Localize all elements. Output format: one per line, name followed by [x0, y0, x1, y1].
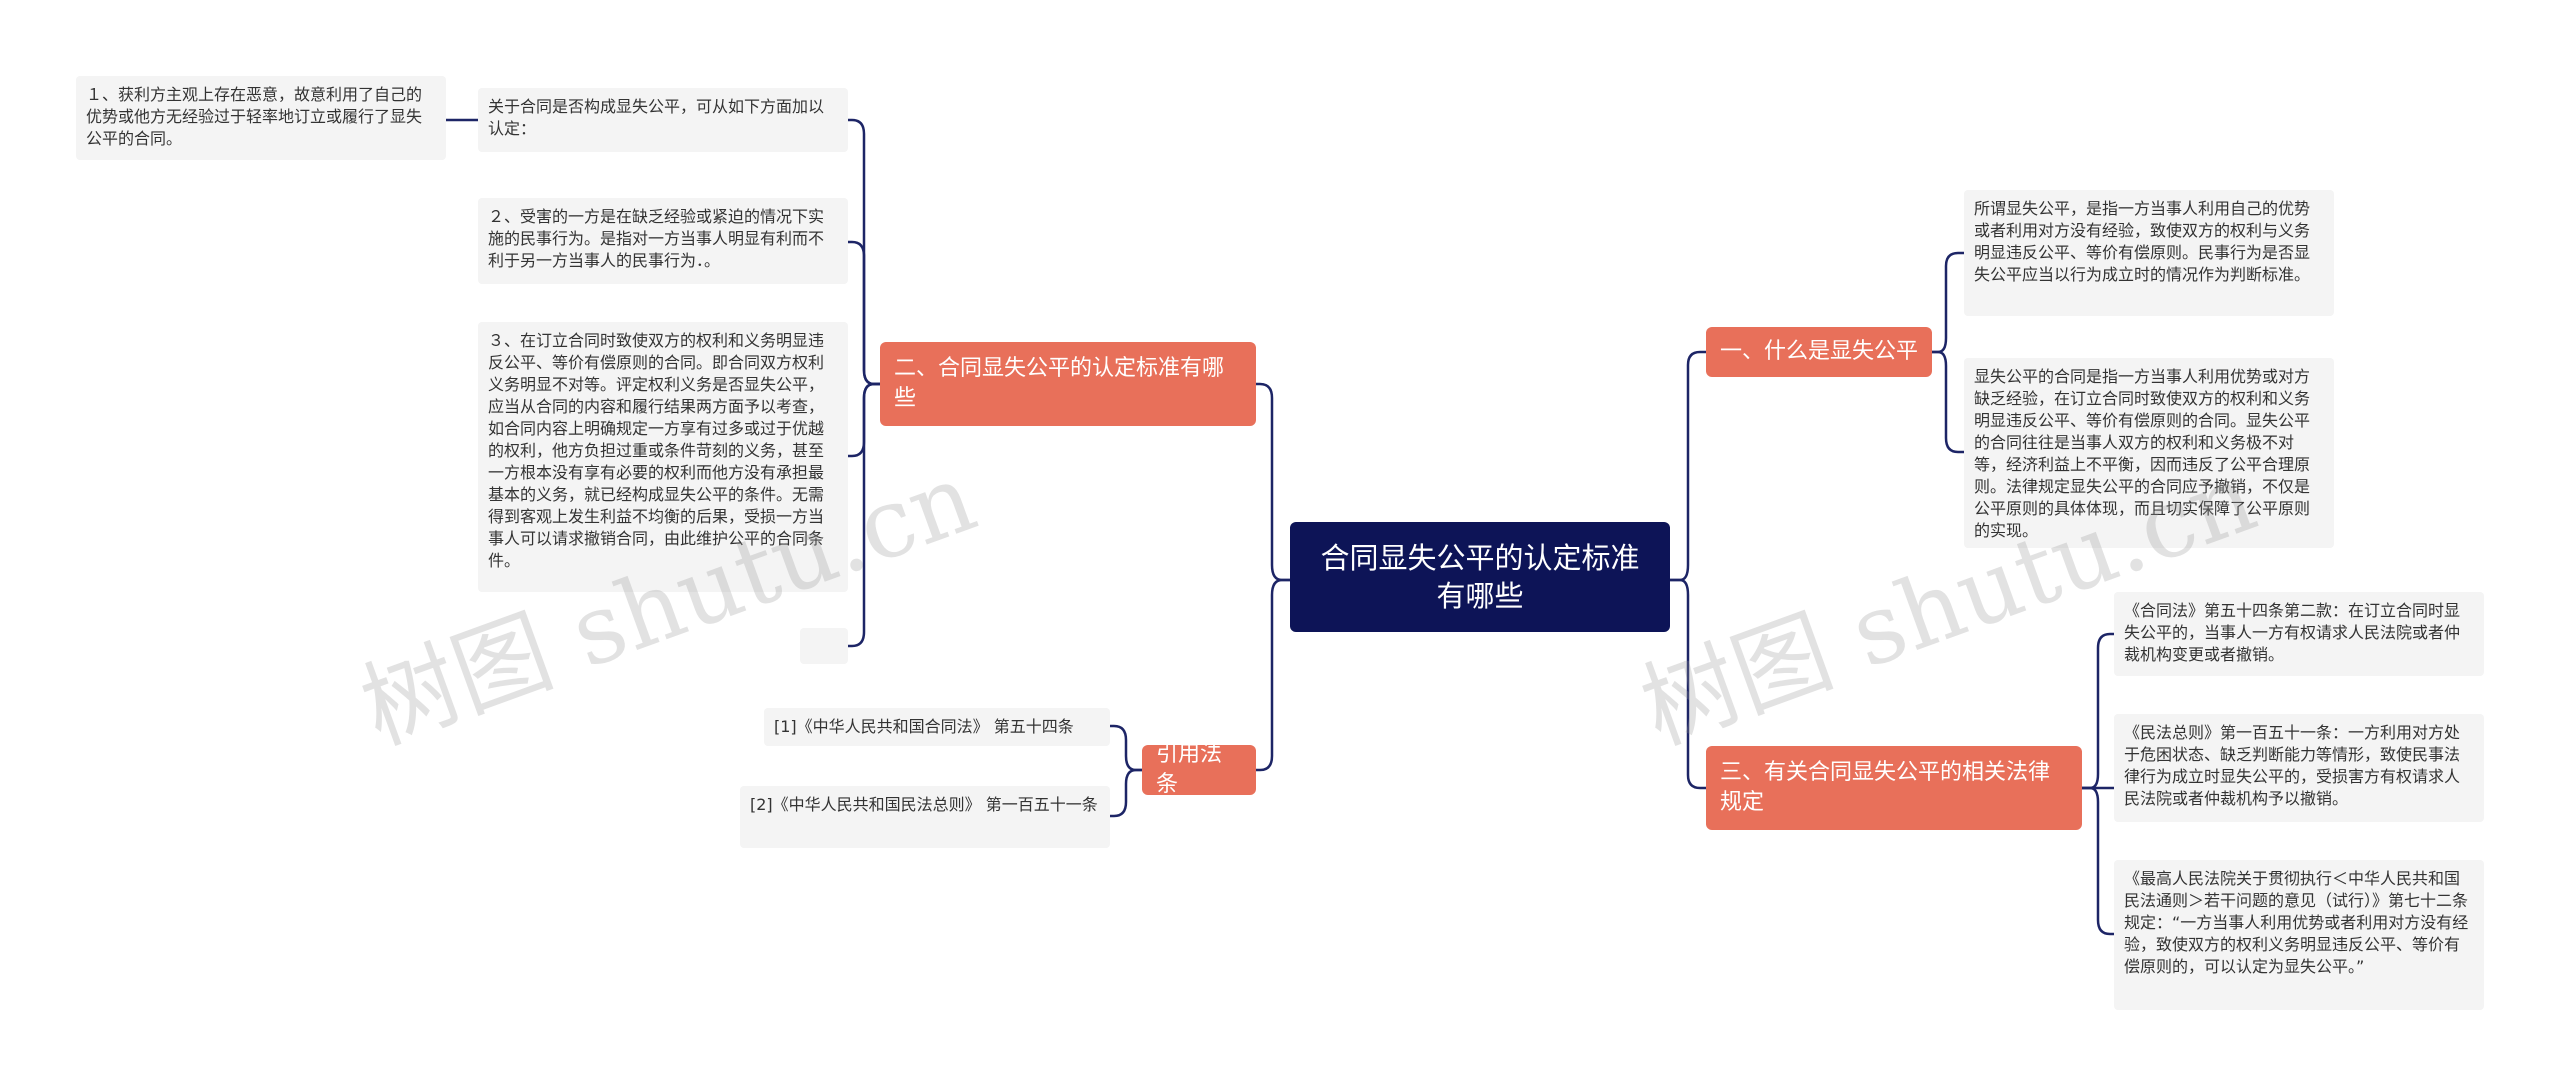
- leaf-empty[interactable]: [800, 628, 848, 664]
- connector-root-b2: [1254, 382, 1292, 582]
- leaf-citation-civil-code[interactable]: [2]《中华人民共和国民法总则》 第一百五十一条: [740, 786, 1110, 848]
- connector-b2-4: [846, 382, 882, 648]
- branch-label: 二、合同显失公平的认定标准有哪些: [894, 356, 1225, 411]
- leaf-text: 《民法总则》第一百五十一条：一方利用对方处于危困状态、缺乏判断能力等情形，致使民…: [2124, 723, 2461, 808]
- leaf-text: [1]《中华人民共和国合同法》 第五十四条: [774, 717, 1074, 736]
- leaf-text: [2]《中华人民共和国民法总则》 第一百五十一条: [750, 795, 1098, 814]
- root-title: 合同显失公平的认定标准有哪些: [1320, 541, 1640, 613]
- connector-root-b4: [1254, 578, 1292, 772]
- branch-label: 一、什么是显失公平: [1720, 339, 1919, 364]
- connector-b3-3: [2080, 786, 2116, 936]
- leaf-text: ２、受害的一方是在缺乏经验或紧迫的情况下实施的民事行为。是指对一方当事人明显有利…: [488, 207, 825, 270]
- branch-what-is-unfairness[interactable]: 一、什么是显失公平: [1706, 327, 1932, 377]
- leaf-supreme-court-opinion[interactable]: 《最高人民法院关于贯彻执行＜中华人民共和国民法通则＞若干问题的意见（试行）》第七…: [2114, 860, 2484, 1010]
- connector-b1-1: [1930, 251, 1966, 354]
- leaf-text: ３、在订立合同时致使双方的权利和义务明显违反公平、等价有偿原则的合同。即合同双方…: [488, 331, 825, 570]
- leaf-text: 《最高人民法院关于贯彻执行＜中华人民共和国民法通则＞若干问题的意见（试行）》第七…: [2124, 869, 2469, 976]
- leaf-text: 显失公平的合同是指一方当事人利用优势或对方缺乏经验，在订立合同时致使双方的权利和…: [1974, 367, 2311, 540]
- leaf-malicious-intent[interactable]: １、获利方主观上存在恶意，故意利用了自己的优势或他方无经验过于轻率地订立或履行了…: [76, 76, 446, 160]
- branch-label: 引用法条: [1156, 742, 1223, 797]
- leaf-unequal-rights[interactable]: ３、在订立合同时致使双方的权利和义务明显违反公平、等价有偿原则的合同。即合同双方…: [478, 322, 848, 592]
- leaf-civil-code[interactable]: 《民法总则》第一百五十一条：一方利用对方处于危困状态、缺乏判断能力等情形，致使民…: [2114, 714, 2484, 822]
- leaf-criteria-intro[interactable]: 关于合同是否构成显失公平，可从如下方面加以认定：: [478, 88, 848, 152]
- branch-related-laws[interactable]: 三、有关合同显失公平的相关法律规定: [1706, 746, 2082, 830]
- leaf-contract-law[interactable]: 《合同法》第五十四条第二款：在订立合同时显失公平的，当事人一方有权请求人民法院或…: [2114, 592, 2484, 676]
- leaf-inexperienced-party[interactable]: ２、受害的一方是在缺乏经验或紧迫的情况下实施的民事行为。是指对一方当事人明显有利…: [478, 198, 848, 284]
- connector-b2-2: [846, 240, 882, 386]
- branch-label: 三、有关合同显失公平的相关法律规定: [1720, 760, 2051, 815]
- branch-cited-laws[interactable]: 引用法条: [1142, 742, 1256, 797]
- connector-b4-1: [1108, 724, 1144, 772]
- leaf-citation-contract-law[interactable]: [1]《中华人民共和国合同法》 第五十四条: [764, 708, 1110, 746]
- leaf-text: １、获利方主观上存在恶意，故意利用了自己的优势或他方无经验过于轻率地订立或履行了…: [86, 85, 423, 148]
- branch-criteria[interactable]: 二、合同显失公平的认定标准有哪些: [880, 342, 1256, 426]
- connector-b4-2: [1108, 768, 1144, 818]
- connector-root-b1: [1668, 350, 1708, 582]
- root-node[interactable]: 合同显失公平的认定标准有哪些: [1290, 522, 1670, 632]
- leaf-text: 《合同法》第五十四条第二款：在订立合同时显失公平的，当事人一方有权请求人民法院或…: [2124, 601, 2461, 664]
- leaf-text: 关于合同是否构成显失公平，可从如下方面加以认定：: [488, 97, 825, 138]
- connector-b1-2: [1930, 350, 1966, 454]
- connector-b3-1: [2080, 632, 2116, 790]
- connector-root-b3: [1668, 578, 1708, 790]
- leaf-text: 所谓显失公平，是指一方当事人利用自己的优势或者利用对方没有经验，致使双方的权利与…: [1974, 199, 2311, 284]
- leaf-unfair-contract[interactable]: 显失公平的合同是指一方当事人利用优势或对方缺乏经验，在订立合同时致使双方的权利和…: [1964, 358, 2334, 548]
- leaf-definition[interactable]: 所谓显失公平，是指一方当事人利用自己的优势或者利用对方没有经验，致使双方的权利与…: [1964, 190, 2334, 316]
